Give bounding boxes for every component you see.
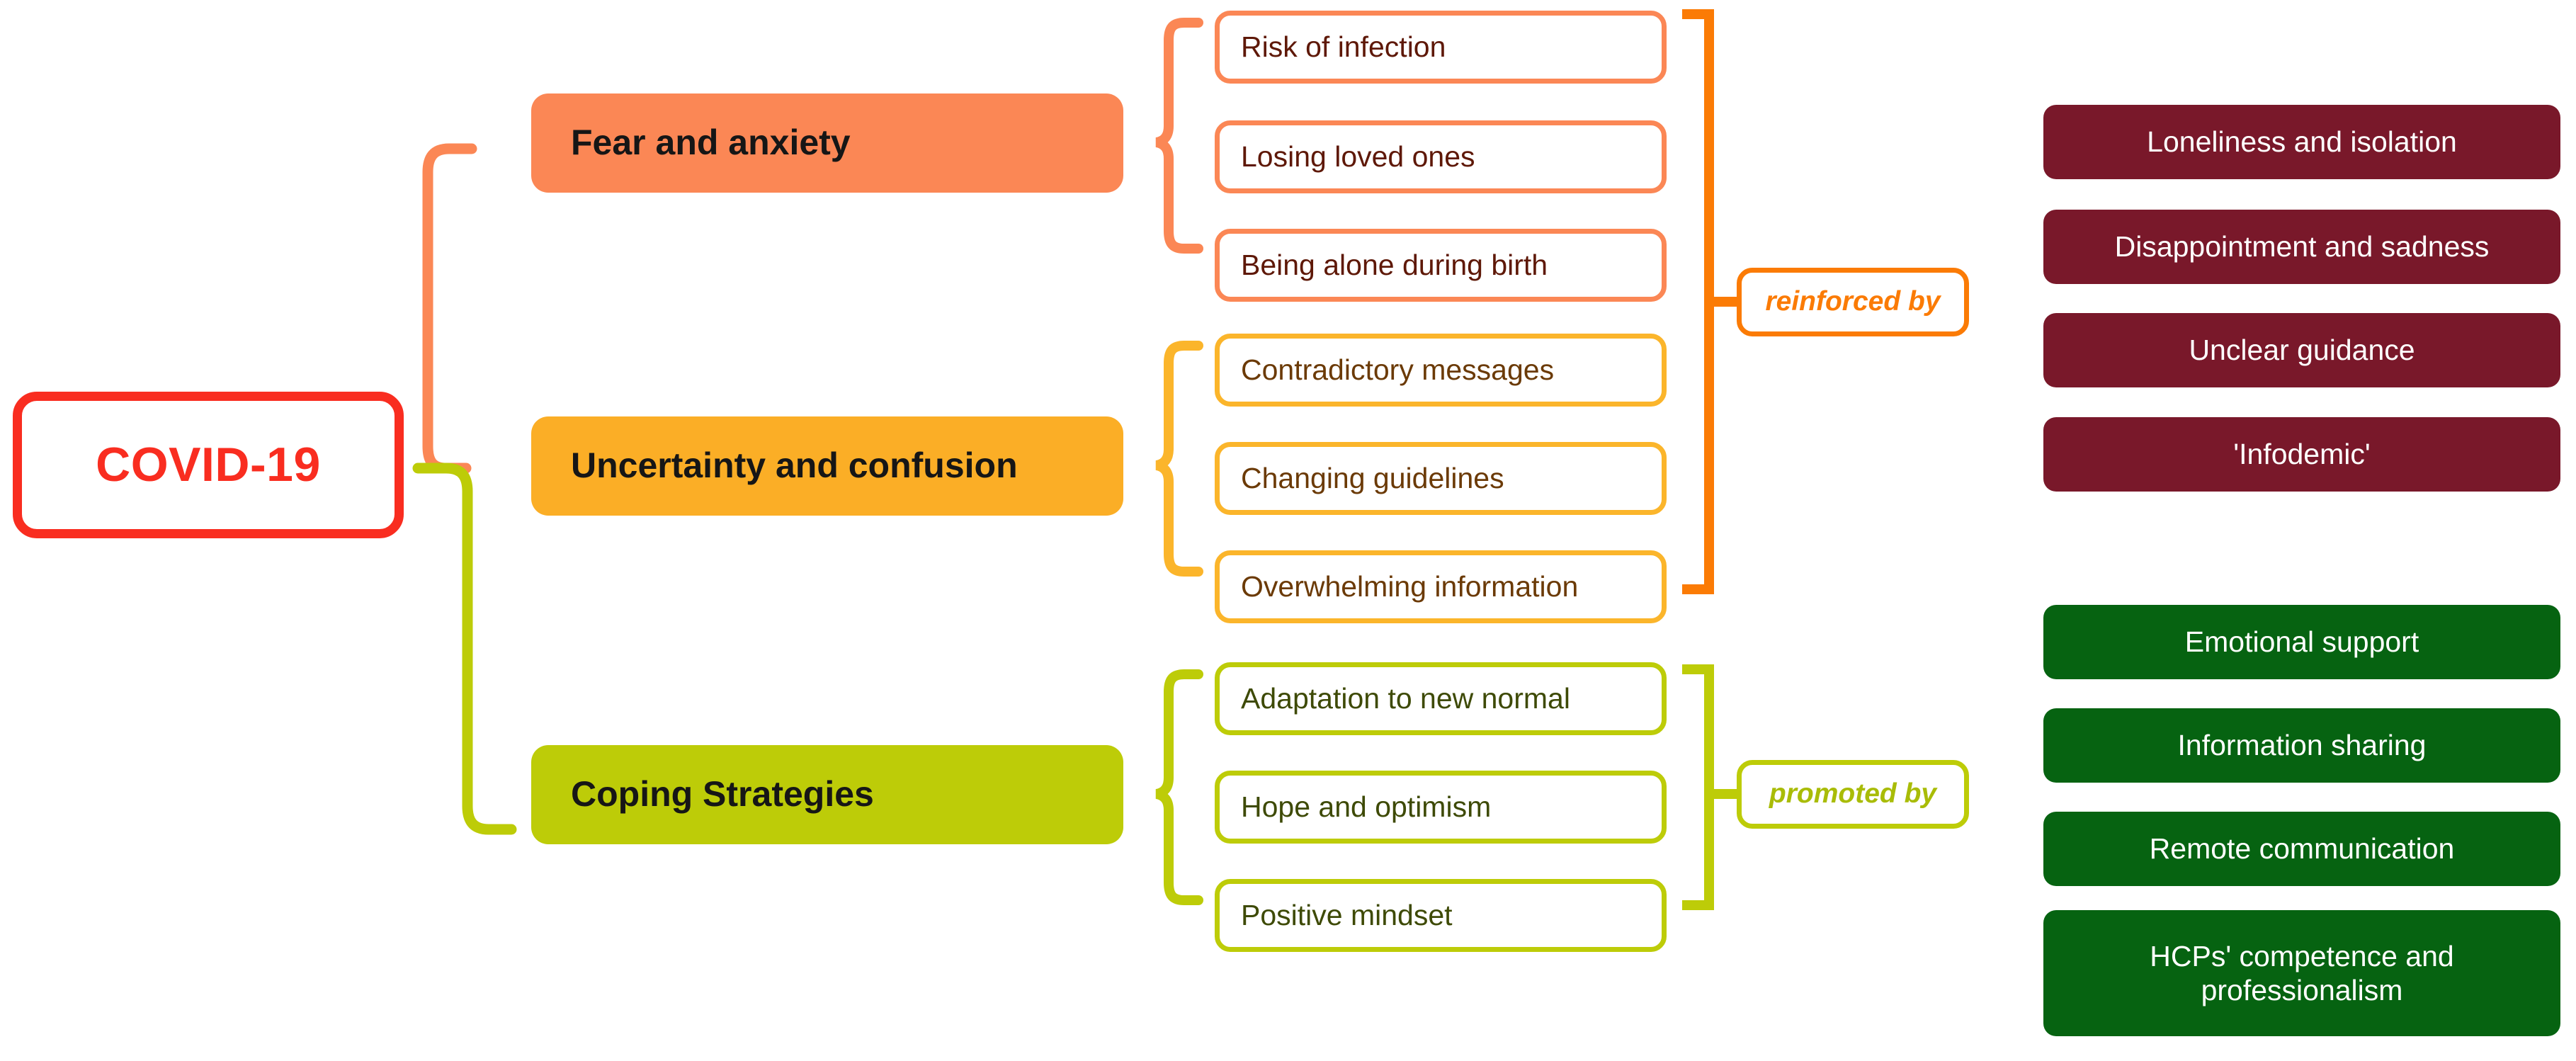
relation-pill-reinforced-by[interactable]: reinforced by — [1737, 268, 1969, 336]
subitem-node[interactable]: Losing loved ones — [1215, 120, 1667, 193]
outcome-node[interactable]: HCPs' competence and professionalism — [2043, 910, 2560, 1036]
subitem-node[interactable]: Adaptation to new normal — [1215, 662, 1667, 735]
subitem-label: Risk of infection — [1241, 30, 1446, 63]
root-node-covid19[interactable]: COVID-19 — [13, 392, 404, 538]
brace-uncertainty — [1155, 341, 1203, 577]
outcome-node[interactable]: Information sharing — [2043, 708, 2560, 783]
outcome-node[interactable]: Unclear guidance — [2043, 313, 2560, 387]
root-brace-lower — [412, 463, 517, 835]
subitem-label: Adaptation to new normal — [1241, 681, 1570, 715]
category-node-fear-and-anxiety[interactable]: Fear and anxiety — [531, 93, 1123, 193]
outcome-label: Emotional support — [2184, 625, 2419, 658]
subitem-node[interactable]: Hope and optimism — [1215, 771, 1667, 844]
subitem-label: Positive mindset — [1241, 898, 1453, 931]
outcome-node[interactable]: 'Infodemic' — [2043, 417, 2560, 492]
subitem-label: Losing loved ones — [1241, 140, 1475, 173]
outcome-label: Unclear guidance — [2189, 333, 2415, 366]
outcome-label: 'Infodemic' — [2233, 437, 2371, 470]
category-label: Uncertainty and confusion — [571, 446, 1018, 486]
outcome-node[interactable]: Loneliness and isolation — [2043, 105, 2560, 179]
subitem-node[interactable]: Positive mindset — [1215, 879, 1667, 952]
outcome-label: Disappointment and sadness — [2114, 229, 2490, 263]
subitem-label: Changing guidelines — [1241, 461, 1504, 494]
brace-coping — [1155, 669, 1203, 905]
outcome-label: Remote communication — [2149, 832, 2455, 865]
bracket-promoted — [1682, 664, 1714, 910]
relation-pill-promoted-by[interactable]: promoted by — [1737, 760, 1969, 829]
category-label: Fear and anxiety — [571, 123, 851, 163]
subitem-label: Being alone during birth — [1241, 248, 1548, 281]
category-node-uncertainty-and-confusion[interactable]: Uncertainty and confusion — [531, 416, 1123, 516]
subitem-label: Overwhelming information — [1241, 569, 1579, 603]
root-node-label: COVID-19 — [96, 438, 321, 492]
subitem-node[interactable]: Risk of infection — [1215, 11, 1667, 84]
bracket-reinforced — [1682, 9, 1714, 594]
category-node-coping-strategies[interactable]: Coping Strategies — [531, 745, 1123, 844]
outcome-node[interactable]: Disappointment and sadness — [2043, 210, 2560, 284]
subitem-label: Hope and optimism — [1241, 790, 1492, 823]
outcome-label: Loneliness and isolation — [2147, 125, 2457, 158]
brace-fear — [1155, 18, 1203, 254]
subitem-label: Contradictory messages — [1241, 353, 1555, 386]
subitem-node[interactable]: Contradictory messages — [1215, 334, 1667, 407]
category-label: Coping Strategies — [571, 774, 874, 815]
subitem-node[interactable]: Overwhelming information — [1215, 550, 1667, 623]
outcome-node[interactable]: Emotional support — [2043, 605, 2560, 679]
outcome-label: Information sharing — [2177, 728, 2427, 761]
subitem-node[interactable]: Changing guidelines — [1215, 442, 1667, 515]
relation-label: reinforced by — [1765, 286, 1941, 317]
relation-label: promoted by — [1769, 778, 1937, 810]
outcome-node[interactable]: Remote communication — [2043, 812, 2560, 886]
root-brace-upper — [422, 143, 477, 474]
outcome-label: HCPs' competence and professionalism — [2150, 939, 2454, 1006]
subitem-node[interactable]: Being alone during birth — [1215, 229, 1667, 302]
